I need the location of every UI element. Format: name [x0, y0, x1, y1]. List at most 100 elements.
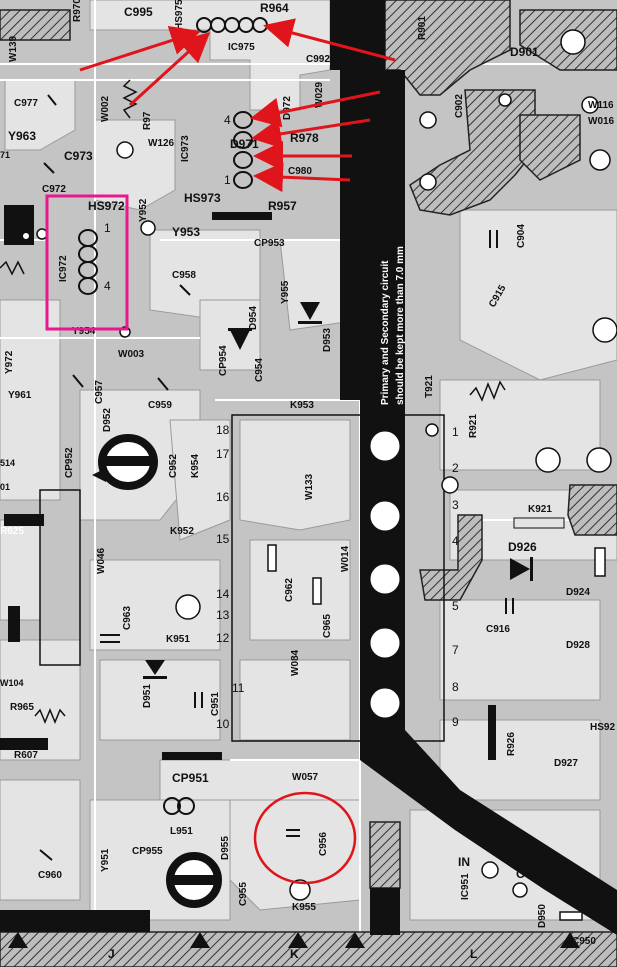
transformer-pin-right: 1 — [452, 425, 459, 439]
label-ic972: IC972 — [58, 255, 69, 282]
label-w046: W046 — [96, 547, 107, 574]
highlight-circle-c956 — [253, 791, 357, 885]
bottom-markers — [8, 932, 580, 948]
label-w126: W126 — [148, 138, 175, 149]
label-c902: C902 — [454, 94, 465, 118]
label-hs92x: HS92 — [590, 722, 615, 733]
transformer-pin-left: 14 — [216, 587, 230, 601]
label-l951: L951 — [170, 826, 193, 837]
label-d901: D901 — [510, 45, 539, 59]
label-d952: D952 — [102, 408, 113, 432]
label-c965: C965 — [322, 614, 333, 638]
label-r607: R607 — [14, 750, 38, 761]
pin-hs973-4: 4 — [224, 113, 231, 127]
label-y952: Y952 — [138, 198, 149, 222]
label-c963: C963 — [122, 606, 133, 630]
label-k953: K953 — [290, 400, 314, 411]
label-r621: R621 — [12, 616, 23, 640]
transformer-pin-right: 4 — [452, 534, 459, 548]
label-c951: C951 — [210, 692, 221, 716]
pin-hs972-1: 1 — [104, 221, 111, 235]
hs972-coil — [78, 229, 98, 295]
pin-hs973-1: 1 — [224, 173, 231, 187]
label-s14: 514 — [0, 458, 15, 468]
label-c956: C956 — [318, 832, 329, 856]
transformer-pin-left: 12 — [216, 631, 230, 645]
label-c995: C995 — [124, 5, 153, 19]
label-w057: W057 — [292, 772, 319, 783]
label-cp955: CP955 — [132, 846, 163, 857]
label-ic975: IC975 — [228, 42, 255, 53]
label-r970: R970 — [72, 0, 83, 22]
coil-d952 — [98, 434, 158, 490]
transformer-pin-left: 11 — [232, 681, 245, 695]
label-d928: D928 — [566, 640, 590, 651]
label-c954: C954 — [254, 358, 265, 382]
label-c960: C960 — [38, 870, 62, 881]
label-c904: C904 — [516, 224, 527, 248]
label-r901: R901 — [417, 16, 428, 40]
label-in: IN — [458, 855, 470, 869]
label-y954: Y954 — [72, 326, 96, 337]
transformer-pin-right: 5 — [452, 599, 459, 613]
label-d926: D926 — [508, 540, 537, 554]
label-w139: W139 — [8, 35, 19, 62]
label-r978: R978 — [290, 131, 319, 145]
label-r625: R625 — [0, 526, 24, 537]
capacitor-blocks — [39, 489, 606, 921]
label-c916: C916 — [486, 624, 510, 635]
isolation-note: Primary and Secondary circuit should be … — [380, 246, 406, 405]
label-k921: K921 — [528, 504, 552, 515]
coil-d955 — [166, 852, 222, 908]
label-out: OUT — [516, 867, 542, 881]
label-c973: C973 — [64, 149, 93, 163]
label-r01: 01 — [0, 482, 10, 492]
label-y963: Y963 — [8, 129, 36, 143]
label-w014: W014 — [340, 545, 351, 572]
label-y953: Y953 — [172, 225, 200, 239]
transformer-pin-right: 2 — [452, 461, 459, 475]
l951-coil — [163, 797, 195, 815]
transformer-pin-left: 18 — [216, 423, 230, 437]
label-cp952: CP952 — [64, 447, 75, 478]
label-d950: D950 — [537, 904, 548, 928]
label-y951: Y951 — [100, 848, 111, 872]
label-hs972: HS972 — [88, 199, 125, 213]
transformer-pin-left: 13 — [216, 608, 230, 622]
pads — [36, 29, 617, 901]
label-cp953: CP953 — [254, 238, 285, 249]
diodes — [92, 302, 533, 679]
label-d972: D972 — [282, 96, 293, 120]
label-w133: W133 — [304, 473, 315, 500]
label-c952: C952 — [168, 454, 179, 478]
pin-hs972-4: 4 — [104, 279, 111, 293]
transformer-pin-right: 8 — [452, 680, 459, 694]
resistor-zigzags — [0, 79, 506, 724]
traces — [0, 0, 617, 921]
label-ic951: IC951 — [460, 873, 471, 900]
label-w116: W116 — [588, 100, 614, 111]
label-y961: Y961 — [8, 390, 32, 401]
bottom-bar — [0, 910, 150, 932]
label-w084: W084 — [290, 649, 301, 676]
label-c959: C959 — [148, 400, 172, 411]
label-d924: D924 — [566, 587, 590, 598]
label-y972: Y972 — [4, 350, 15, 374]
transformer-pin-right: 3 — [452, 498, 459, 512]
transformer-pin-left: 10 — [216, 717, 230, 731]
label-ic973: IC973 — [180, 135, 191, 162]
label-d951: D951 — [142, 684, 153, 708]
transformer-big-pads — [367, 428, 403, 721]
cap-symbols — [39, 94, 514, 861]
label-d955: D955 — [220, 836, 231, 860]
label-c958: C958 — [172, 270, 196, 281]
label-d927: D927 — [554, 758, 578, 769]
note-line-2: should be kept more than 7.0 mm — [395, 246, 406, 405]
label-k954: K954 — [190, 454, 201, 478]
transformer-pin-right: 9 — [452, 715, 459, 729]
label-n7x: 71 — [0, 150, 10, 160]
label-c950: C950 — [572, 936, 596, 947]
label-w029: W029 — [314, 81, 325, 108]
